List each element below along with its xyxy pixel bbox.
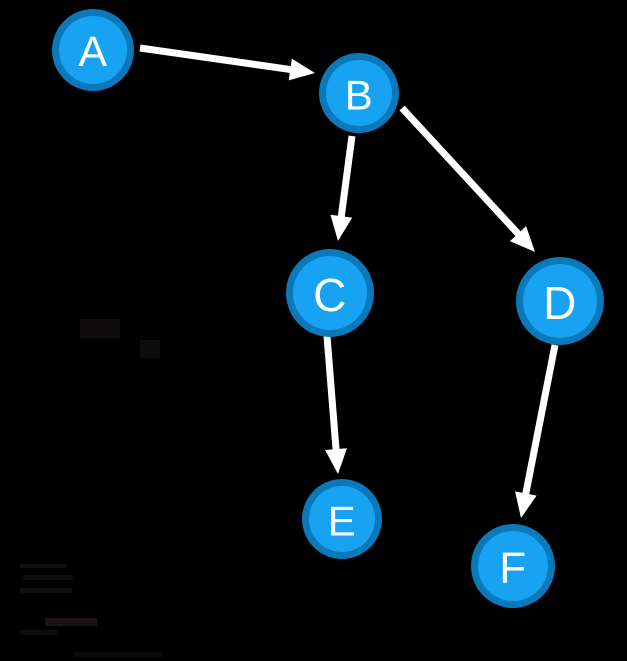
node-label: F bbox=[499, 544, 526, 593]
edge-D-F[interactable] bbox=[515, 344, 559, 518]
edge-line-D-F bbox=[521, 344, 559, 499]
node-body bbox=[523, 264, 597, 338]
node-C[interactable]: C bbox=[286, 249, 374, 337]
arrowhead-icon bbox=[515, 491, 537, 518]
node-body bbox=[309, 486, 375, 552]
node-label: C bbox=[313, 269, 347, 321]
node-body bbox=[478, 531, 548, 601]
arrowhead-icon bbox=[288, 58, 315, 81]
edge-B-C[interactable] bbox=[330, 135, 356, 241]
edge-C-E[interactable] bbox=[323, 335, 347, 474]
node-label: E bbox=[328, 498, 357, 545]
node-D[interactable]: D bbox=[516, 257, 604, 345]
edge-A-B[interactable] bbox=[139, 44, 315, 81]
arrowhead-icon bbox=[325, 448, 347, 474]
node-body bbox=[326, 60, 392, 126]
node-label: D bbox=[543, 277, 577, 329]
arrowhead-icon bbox=[330, 214, 353, 241]
node-E[interactable]: E bbox=[302, 479, 382, 559]
node-A[interactable]: A bbox=[52, 9, 134, 91]
node-body bbox=[59, 16, 127, 84]
edge-line-A-B bbox=[139, 44, 295, 74]
edge-line-B-C bbox=[337, 135, 356, 221]
edge-B-D[interactable] bbox=[399, 105, 535, 252]
arrowhead-icon bbox=[509, 226, 535, 252]
node-label: A bbox=[78, 28, 107, 76]
edge-line-B-D bbox=[399, 105, 524, 239]
node-F[interactable]: F bbox=[471, 524, 555, 608]
node-body bbox=[293, 256, 367, 330]
node-B[interactable]: B bbox=[319, 53, 399, 133]
node-label: B bbox=[345, 72, 374, 119]
edge-line-C-E bbox=[323, 335, 340, 454]
